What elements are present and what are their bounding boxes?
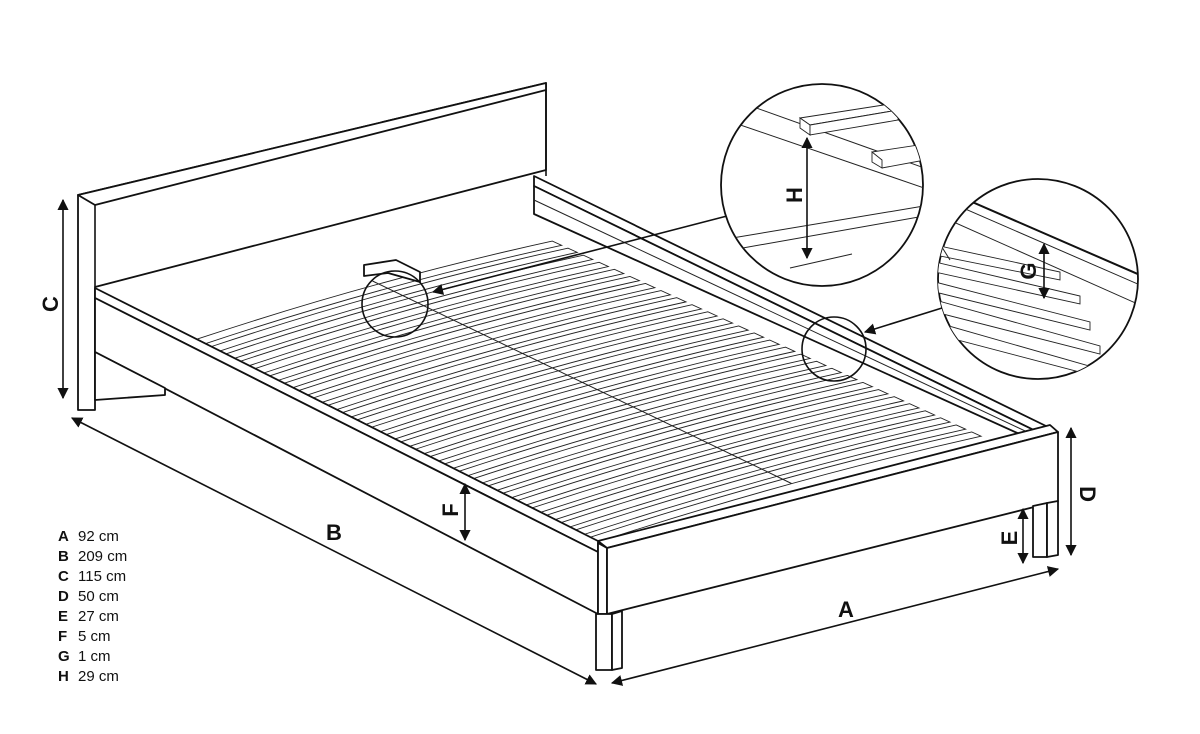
legend-key: B: [58, 548, 69, 565]
dim-label-c: C: [38, 296, 63, 312]
dim-label-a: A: [838, 597, 854, 622]
dim-label-f: F: [438, 503, 463, 516]
slat: [584, 431, 983, 544]
slat: [296, 290, 672, 396]
legend-key: H: [58, 668, 69, 685]
detail-g-magnifier: [937, 178, 1139, 380]
slat: [267, 275, 641, 381]
dim-label-h: H: [782, 187, 807, 203]
slat: [282, 283, 657, 389]
slat: [325, 304, 703, 411]
slat: [339, 311, 719, 418]
slat: [224, 254, 595, 359]
dimension-lines: [57, 198, 1077, 686]
slat: [253, 268, 626, 374]
legend-value: 1 cm: [78, 648, 111, 665]
legend-key: D: [58, 588, 69, 605]
legend-row: F 5 cm: [58, 627, 178, 647]
slat: [239, 261, 610, 367]
callout-circles: [361, 215, 943, 382]
dim-label-b: B: [326, 520, 342, 545]
legend-row: G 1 cm: [58, 647, 178, 667]
legend-key: E: [58, 608, 69, 625]
legend-row: H 29 cm: [58, 667, 178, 687]
dim-label-g: G: [1016, 262, 1041, 279]
slat: [570, 424, 967, 537]
legend-key: G: [58, 648, 70, 665]
legend-value: 29 cm: [78, 668, 119, 685]
legend-value: 92 cm: [78, 528, 119, 545]
legend-row: A 92 cm: [58, 527, 178, 547]
legend-value: 209 cm: [78, 548, 128, 565]
legend-row: D 50 cm: [58, 587, 178, 607]
legend-value: 27 cm: [78, 608, 119, 625]
legend-row: C 115 cm: [58, 567, 178, 587]
legend-row: E 27 cm: [58, 607, 178, 627]
detail-h-magnifier: [720, 83, 924, 287]
center-rail: [372, 280, 792, 484]
legend-value: 5 cm: [78, 628, 111, 645]
slat: [311, 297, 688, 404]
headboard: [77, 82, 547, 411]
legend-key: F: [58, 628, 68, 645]
legend-value: 115 cm: [78, 568, 127, 585]
legend-key: A: [58, 528, 69, 545]
legend-row: B 209 cm: [58, 547, 178, 567]
slat: [196, 240, 564, 345]
slat: [354, 318, 734, 426]
legend-key: C: [58, 568, 69, 585]
dim-label-d: D: [1075, 486, 1100, 502]
dimension-legend: A 92 cm B 209 cm C 115 cm D 50 cm E 27 cm F 5 cm G 1 …: [58, 527, 178, 687]
dim-label-e: E: [997, 531, 1022, 546]
slat: [210, 247, 579, 352]
legend-value: 50 cm: [78, 588, 119, 605]
